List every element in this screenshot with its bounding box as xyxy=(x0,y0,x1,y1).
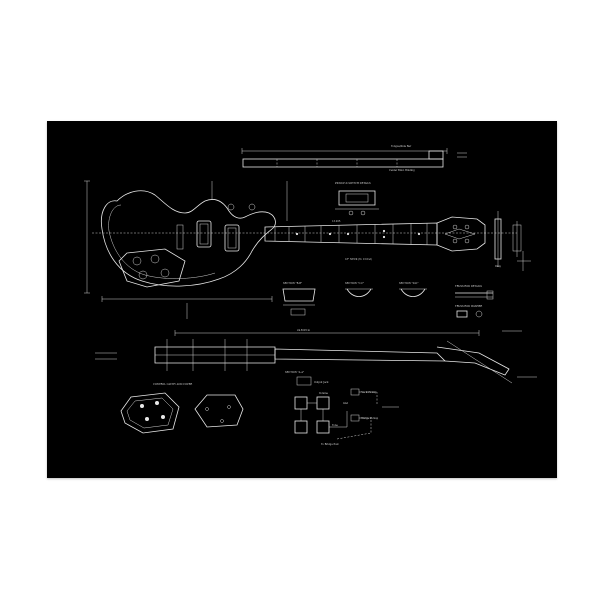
guitar-blueprint-drawing: Tongue/Side Bar Center Bind. Binding PIC… xyxy=(84,145,537,446)
truss-washer-label: TRUSS ROD WASHER xyxy=(455,305,482,308)
control-cavity: CONTROL CAVITY AND COVER xyxy=(120,383,244,434)
volume-label: Volume xyxy=(318,392,329,395)
gnd-label: Gnd xyxy=(343,402,348,405)
fret-inlays xyxy=(295,229,421,239)
length-dim-label: 24.5625 in xyxy=(297,329,310,332)
section-c-label: SECTION "C-C" xyxy=(345,282,364,285)
bridge-pickup-label: Bridge Pickup xyxy=(361,417,379,420)
neck-fretboard: 13.265 18° NECK (To 13 fret) xyxy=(264,211,522,267)
neck-dim-label: 13.265 xyxy=(332,220,341,223)
top-note-label: Tongue/Side Bar xyxy=(391,145,412,148)
ground-to-bridge-label: To Bridge Post xyxy=(321,443,339,446)
control-cavity-label: CONTROL CAVITY AND COVER xyxy=(153,383,192,386)
pickup-detail-label: PICKUP & SWITCH DETAILS xyxy=(335,182,371,185)
guitar-body xyxy=(84,180,517,302)
blueprint-poster: Tongue/Side Bar Center Bind. Binding PIC… xyxy=(47,121,557,478)
fret-top-label: 18° NECK (To 13 fret) xyxy=(345,258,372,261)
tone-label: Tone xyxy=(332,424,338,427)
center-note-label: Center Bind. Binding xyxy=(389,169,415,172)
top-neck-plan: Tongue/Side Bar Center Bind. Binding xyxy=(241,145,467,172)
section-d-label: SECTION "D-D" xyxy=(399,282,418,285)
frets xyxy=(274,223,428,245)
wiring-diagram: Output Jack Volume Tone Gnd Neck Pickup … xyxy=(294,376,399,446)
truss-rod-details: TRUSS ROD DETAILS TRUSS ROD WASHER xyxy=(455,285,494,318)
dimension-marks: Inlay xyxy=(186,181,531,319)
neck-pickup-label: Neck Pickup xyxy=(361,391,377,394)
section-details: SECTION "B-B" SECTION "C-C" SECTION "D-D… xyxy=(282,282,427,316)
section-b-label: SECTION "B-B" xyxy=(283,282,302,285)
output-jack-label: Output Jack xyxy=(314,381,329,384)
truss-details-label: TRUSS ROD DETAILS xyxy=(455,285,482,288)
pickup-detail: PICKUP & SWITCH DETAILS xyxy=(335,182,379,216)
side-elevation: 24.5625 in SECTION "A-A" xyxy=(95,329,537,384)
inlay-label: Inlay xyxy=(495,265,502,268)
section-a-label: SECTION "A-A" xyxy=(285,371,304,374)
